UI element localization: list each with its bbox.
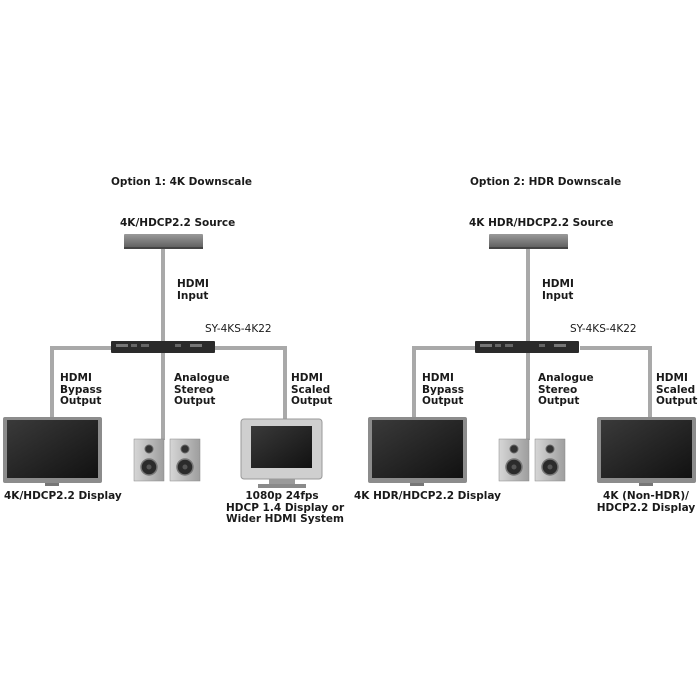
- option2-title: Option 2: HDR Downscale: [470, 176, 622, 188]
- option1-scaled-label: HDMI Scaled Output: [291, 372, 333, 408]
- option2-scaled-label: HDMI Scaled Output: [656, 372, 698, 408]
- option2-bypass-label: HDMI Bypass Output: [422, 372, 464, 408]
- option1-stereo-label: Analogue Stereo Output: [174, 372, 230, 408]
- label-line: 4K (Non-HDR)/: [603, 490, 689, 502]
- label-line: HDCP 1.4 Display or: [226, 501, 345, 514]
- label-line: Scaled: [656, 383, 696, 396]
- label-line: HDMI: [542, 278, 574, 290]
- option2-scaler: [475, 341, 579, 353]
- label-line: HDCP2.2 Display: [596, 501, 696, 514]
- option2-source: [489, 234, 568, 249]
- option2-source-label: 4K HDR/HDCP2.2 Source: [469, 217, 614, 229]
- label-line: Stereo: [174, 383, 214, 396]
- option2-wires: [412, 246, 652, 440]
- label-line: Bypass: [422, 383, 464, 396]
- option1-source: [124, 234, 203, 249]
- option2-tv-right: [597, 417, 696, 486]
- option1-scaler: [111, 341, 215, 353]
- option2-input-label: HDMI Input: [542, 278, 574, 302]
- label-line: Output: [291, 395, 333, 407]
- source-box-icon: [489, 234, 568, 248]
- label-line: Bypass: [60, 383, 102, 396]
- option1-source-label: 4K/HDCP2.2 Source: [120, 217, 236, 229]
- option1-crt: [240, 418, 323, 488]
- label-line: HDMI: [177, 278, 209, 290]
- label-line: Output: [422, 395, 464, 407]
- source-box-icon: [124, 234, 203, 248]
- wire-bypass: [50, 346, 112, 418]
- label-line: Output: [656, 395, 698, 407]
- label-line: Output: [60, 395, 102, 407]
- label-line: HDMI: [656, 372, 688, 384]
- wire-bypass: [412, 346, 476, 418]
- option1-display-left-label: 4K/HDCP2.2 Display: [4, 490, 122, 502]
- wire-scaled: [214, 346, 287, 420]
- label-line: Analogue: [174, 372, 230, 384]
- label-line: Analogue: [538, 372, 594, 384]
- option2-speakers: [498, 438, 566, 482]
- option1-display-right-label: 1080p 24fps HDCP 1.4 Display or Wider HD…: [226, 490, 345, 526]
- option2-display-right-label: 4K (Non-HDR)/ HDCP2.2 Display: [596, 490, 696, 514]
- option2-stereo-label: Analogue Stereo Output: [538, 372, 594, 408]
- label-line: HDMI: [291, 372, 323, 384]
- label-line: Input: [177, 289, 209, 302]
- option1-bypass-label: HDMI Bypass Output: [60, 372, 102, 408]
- label-line: HDMI: [422, 372, 454, 384]
- label-line: Stereo: [538, 383, 578, 396]
- option2-model-label: SY-4KS-4K22: [570, 323, 637, 335]
- wire-scaled: [580, 346, 652, 418]
- option1-speakers: [133, 438, 201, 482]
- label-line: Wider HDMI System: [226, 513, 344, 525]
- label-line: HDMI: [60, 372, 92, 384]
- label-line: Output: [538, 395, 580, 407]
- label-line: Scaled: [291, 383, 331, 396]
- option1-title: Option 1: 4K Downscale: [111, 176, 253, 188]
- option1-model-label: SY-4KS-4K22: [205, 323, 272, 335]
- label-line: 1080p 24fps: [245, 490, 319, 502]
- option2-display-left-label: 4K HDR/HDCP2.2 Display: [354, 490, 501, 502]
- label-line: Output: [174, 395, 216, 407]
- option2-tv-left: [368, 417, 467, 486]
- option1-wires: [50, 246, 287, 440]
- option1-input-label: HDMI Input: [177, 278, 209, 302]
- label-line: Input: [542, 289, 574, 302]
- option1-tv-left: [3, 417, 102, 486]
